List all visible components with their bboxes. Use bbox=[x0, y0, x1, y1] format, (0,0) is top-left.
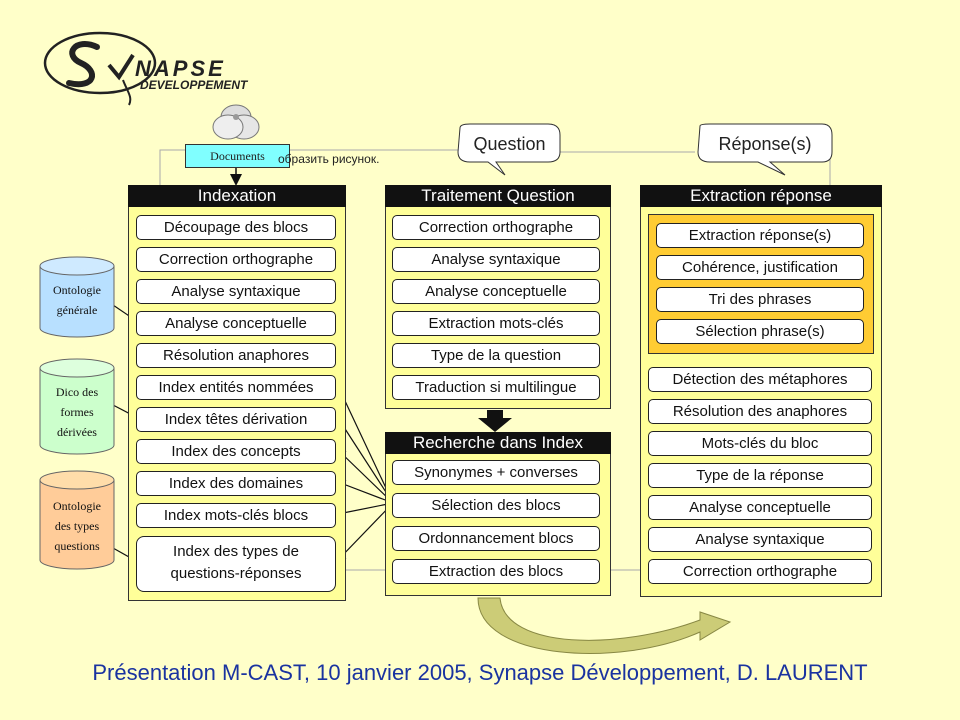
indexation-step-types-questions: Index des types de questions-réponses bbox=[136, 536, 336, 592]
step-box: Sélection phrase(s) bbox=[656, 319, 864, 344]
db-ontologie-generale: Ontologie générale bbox=[53, 283, 101, 317]
step-box: Index têtes dérivation bbox=[136, 407, 336, 432]
step-box: Résolution des anaphores bbox=[648, 399, 872, 424]
step-box: Résolution anaphores bbox=[136, 343, 336, 368]
step-box: Correction orthographe bbox=[136, 247, 336, 272]
logo-subtitle: DEVELOPPEMENT bbox=[140, 78, 248, 92]
step-box: Détection des métaphores bbox=[648, 367, 872, 392]
answer-bubble: Réponse(s) bbox=[718, 134, 812, 154]
step-box: Index des domaines bbox=[136, 471, 336, 496]
step-box: Index des concepts bbox=[136, 439, 336, 464]
step-box: Extraction réponse(s) bbox=[656, 223, 864, 248]
step-box: Analyse conceptuelle bbox=[136, 311, 336, 336]
documents-box: Documents bbox=[185, 144, 290, 168]
step-box: Index entités nommées bbox=[136, 375, 336, 400]
recherche-title: Recherche dans Index bbox=[385, 432, 611, 454]
step-box: Extraction mots-clés bbox=[392, 311, 600, 336]
step-box: Analyse syntaxique bbox=[392, 247, 600, 272]
step-box: Type de la réponse bbox=[648, 463, 872, 488]
step-box: Découpage des blocs bbox=[136, 215, 336, 240]
indexation-title: Indexation bbox=[128, 185, 346, 207]
question-bubble: Question bbox=[473, 134, 546, 154]
step-box: Analyse syntaxique bbox=[648, 527, 872, 552]
extraction-title: Extraction réponse bbox=[640, 185, 882, 207]
step-box: Analyse conceptuelle bbox=[648, 495, 872, 520]
step-box: Type de la question bbox=[392, 343, 600, 368]
step-box: Synonymes + converses bbox=[392, 460, 600, 485]
logo-name: NAPSE bbox=[135, 56, 226, 81]
step-box: Traduction si multilingue bbox=[392, 375, 600, 400]
step-box: Tri des phrases bbox=[656, 287, 864, 312]
step-box: Index mots-clés blocs bbox=[136, 503, 336, 528]
database-cylinders bbox=[39, 256, 115, 570]
footer-caption: Présentation M-CAST, 10 janvier 2005, Sy… bbox=[92, 660, 868, 685]
step-box: Analyse syntaxique bbox=[136, 279, 336, 304]
logo-swoosh-icon bbox=[43, 31, 157, 106]
step-box: Correction orthographe bbox=[392, 215, 600, 240]
db-ontologie-types: Ontologie des types questions bbox=[53, 499, 101, 553]
db-dico-formes: Dico des formes dérivées bbox=[55, 385, 99, 439]
cd-stack-icon bbox=[212, 104, 260, 140]
step-box: Extraction des blocs bbox=[392, 559, 600, 584]
step-box: Sélection des blocs bbox=[392, 493, 600, 518]
step-box: Ordonnancement blocs bbox=[392, 526, 600, 551]
step-box: Correction orthographe bbox=[648, 559, 872, 584]
step-box: Mots-clés du bloc bbox=[648, 431, 872, 456]
clipboard-text: обрaзить рисунок. bbox=[278, 152, 380, 166]
traitement-title: Traitement Question bbox=[385, 185, 611, 207]
step-box: Cohérence, justification bbox=[656, 255, 864, 280]
step-box: Analyse conceptuelle bbox=[392, 279, 600, 304]
